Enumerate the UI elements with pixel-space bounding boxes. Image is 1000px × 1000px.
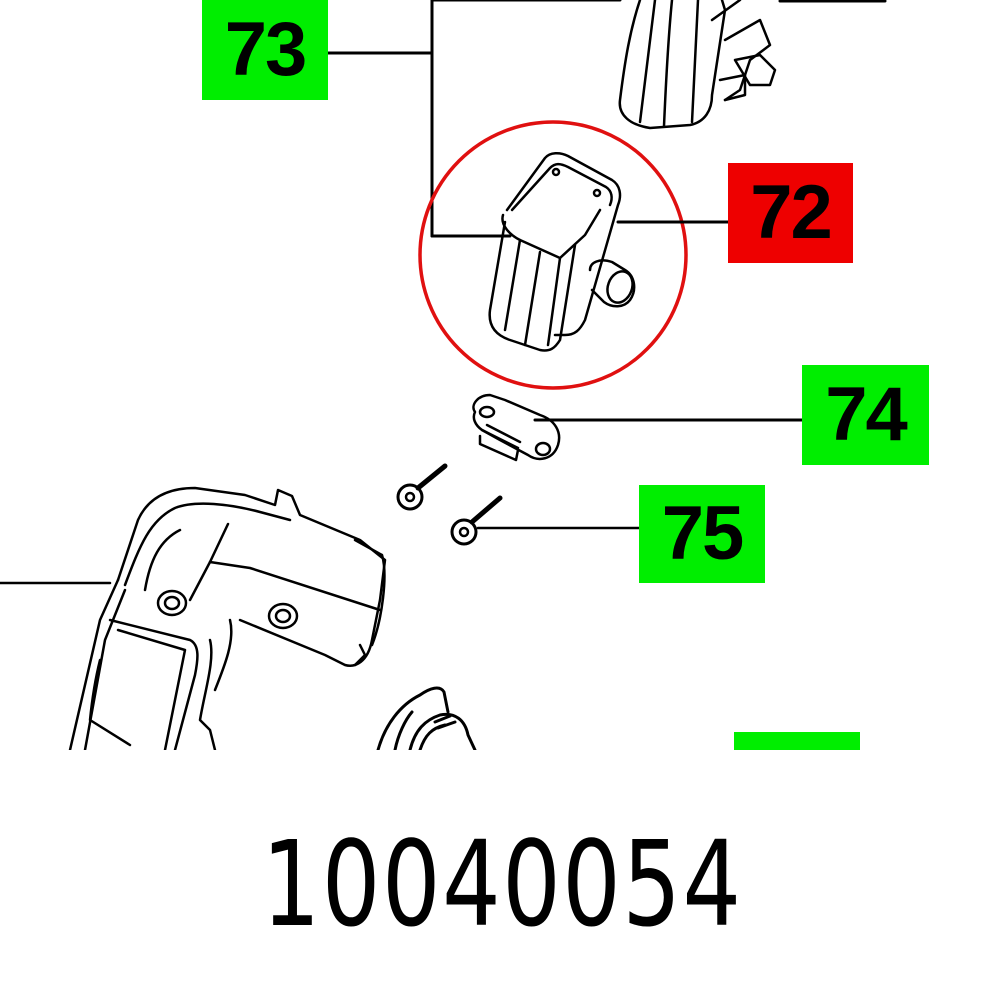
callout-74-label: 74 <box>825 372 908 457</box>
callout-73[interactable]: 73 <box>202 0 328 100</box>
highlight-circle <box>418 120 688 390</box>
lower-knob-part <box>376 686 477 750</box>
clamp-bracket-part <box>472 393 561 462</box>
handle-housing-part <box>0 486 387 750</box>
callout-74[interactable]: 74 <box>802 365 929 465</box>
callout-72-label: 72 <box>750 170 833 255</box>
switch-cap-part <box>488 152 636 352</box>
callout-75-label: 75 <box>661 491 745 576</box>
leader-line-73 <box>325 0 622 238</box>
partial-callout-bar <box>734 732 860 750</box>
upper-cap-part <box>618 0 777 130</box>
callout-72[interactable]: 72 <box>728 163 853 263</box>
callout-73-label: 73 <box>224 7 308 92</box>
part-number: 10040054 <box>261 815 743 953</box>
screw-left <box>396 463 448 511</box>
screw-right <box>450 495 503 546</box>
callout-75[interactable]: 75 <box>639 485 765 583</box>
exploded-diagram: 73 72 74 75 <box>0 0 929 750</box>
diagram-drawing <box>0 0 887 750</box>
